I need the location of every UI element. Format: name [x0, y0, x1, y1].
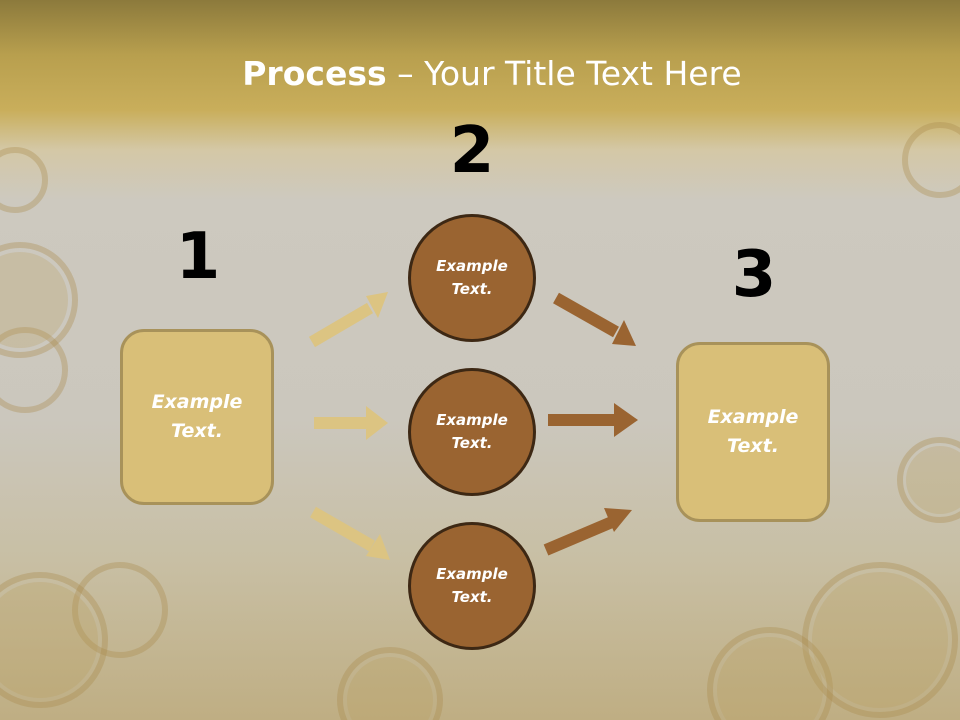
step3-box: Example Text. — [676, 342, 830, 522]
arrow-right-down — [553, 292, 636, 346]
step1-box-text: Example Text. — [151, 391, 243, 442]
title-bold: Process — [242, 54, 387, 93]
circle-text: Example Text. — [436, 411, 508, 452]
circle-text: Example Text. — [436, 565, 508, 606]
step2-circle-middle: Example Text. — [408, 368, 536, 496]
step2-circle-bottom: Example Text. — [408, 522, 536, 650]
arrow-left-middle — [314, 406, 388, 440]
step1-box: Example Text. — [120, 329, 274, 505]
arrow-left-up — [308, 292, 388, 348]
circle-text: Example Text. — [436, 257, 508, 298]
arrow-right-up — [543, 508, 632, 556]
step-number-3: 3 — [731, 238, 777, 312]
title-rest: – Your Title Text Here — [386, 54, 742, 93]
arrow-right-middle — [548, 403, 638, 437]
step3-box-text: Example Text. — [707, 406, 799, 457]
arrow-left-down — [310, 506, 390, 560]
step-number-1: 1 — [175, 220, 221, 294]
step-number-2: 2 — [449, 114, 495, 188]
slide-title: Process – Your Title Text Here — [0, 52, 960, 96]
step2-circle-top: Example Text. — [408, 214, 536, 342]
